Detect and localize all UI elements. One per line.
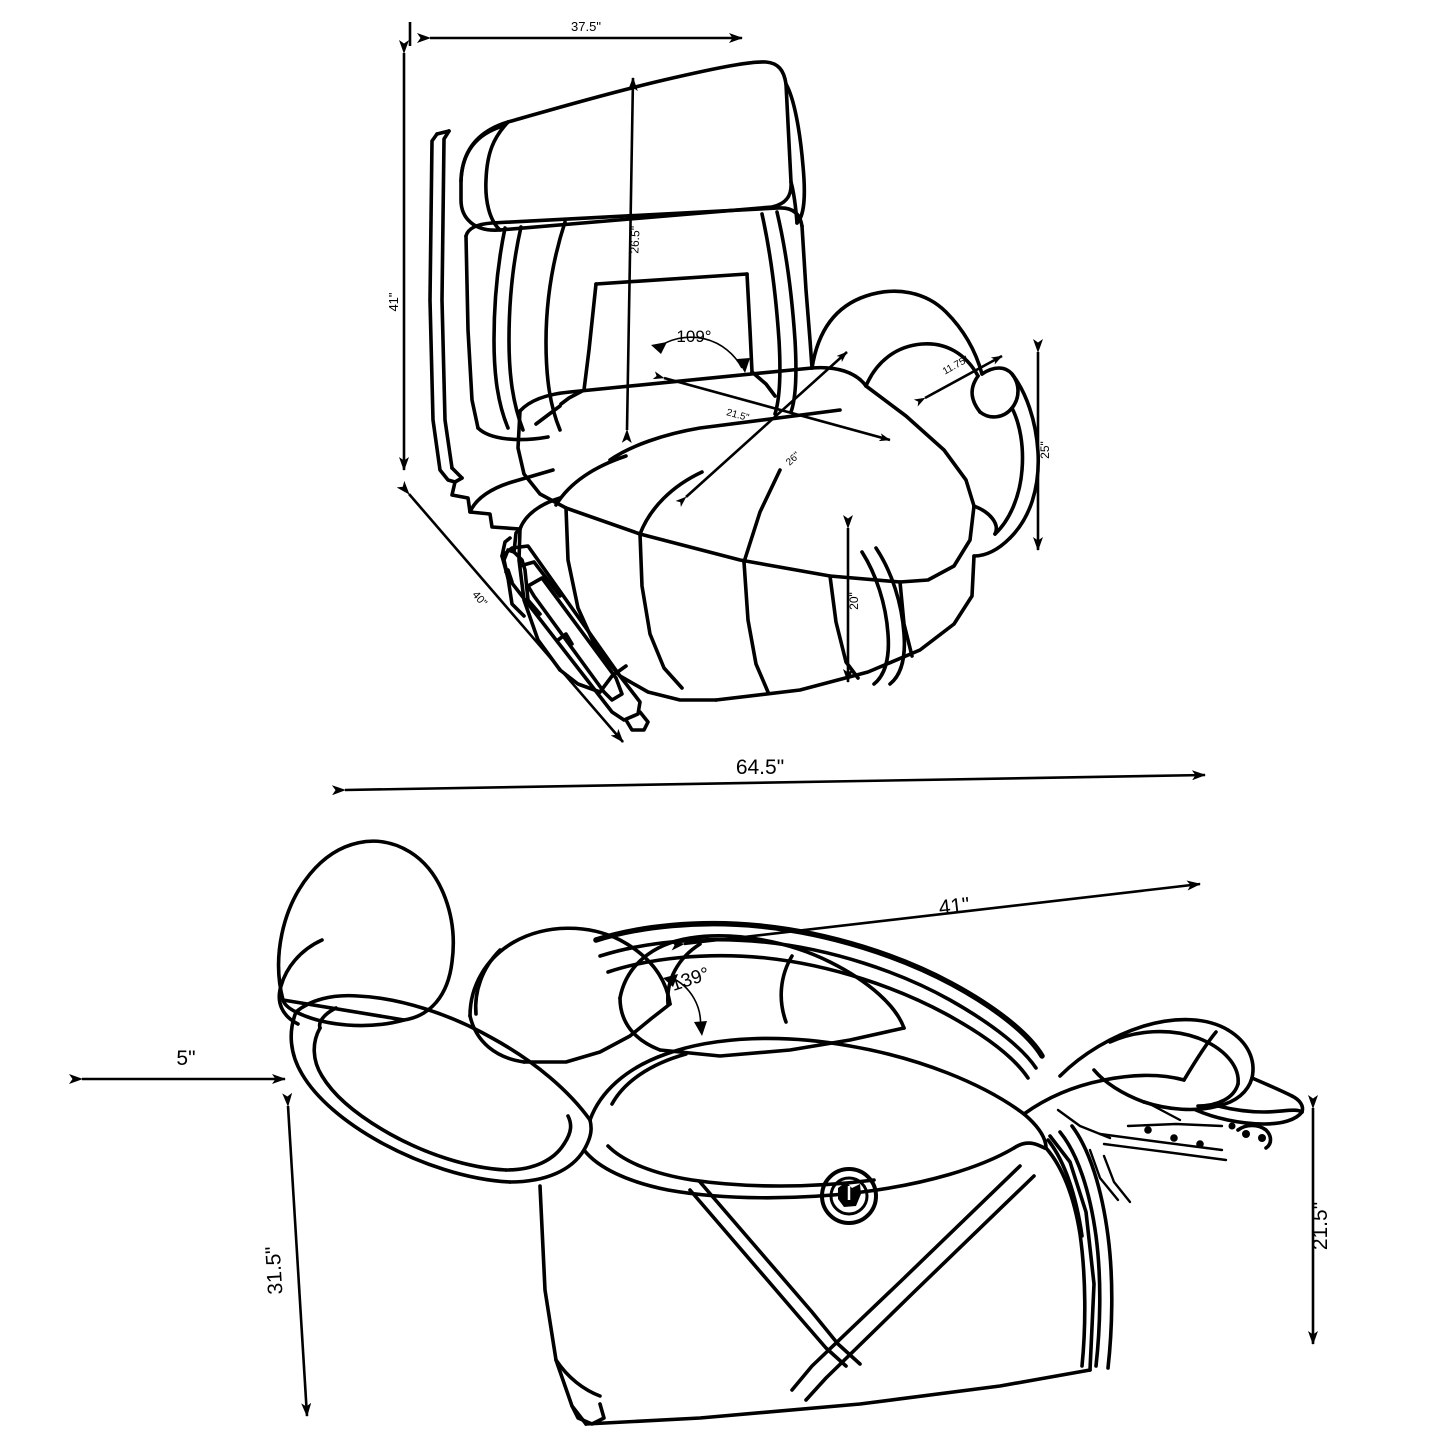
dim-label-armwidth-11_75: 11.75" bbox=[941, 354, 971, 377]
dim-label-clearance-5: 5" bbox=[176, 1047, 195, 1070]
dim-label-footrest-21_5: 21.5" bbox=[1309, 1202, 1332, 1250]
reclined-chair-view: 64.5" bbox=[69, 756, 1332, 1426]
dim-length-64_5: 64.5" bbox=[331, 756, 1206, 796]
upright-right-arm bbox=[810, 289, 1041, 558]
dim-armwidth-11_75: 11.75" bbox=[913, 354, 1003, 407]
dim-label-height-41: 41" bbox=[386, 292, 401, 311]
dim-backheight-31_5: 31.5" bbox=[262, 1092, 312, 1417]
dim-label-backheight-31_5: 31.5" bbox=[262, 1246, 288, 1296]
upright-seat-base bbox=[564, 506, 976, 702]
dim-backheight-26_5: 26.5" bbox=[621, 77, 643, 444]
dim-seatheight-20: 20" bbox=[843, 515, 861, 683]
dim-label-width-37_5: 37.5" bbox=[571, 19, 601, 34]
dim-height-41: 41" bbox=[386, 40, 409, 471]
dim-armheight-25: 25" bbox=[1033, 339, 1052, 551]
dim-label-angle-109: 109° bbox=[676, 327, 711, 346]
reclined-footrest-mechanism bbox=[1056, 1100, 1273, 1204]
dim-footrest-21_5: 21.5" bbox=[1308, 1095, 1332, 1345]
reclined-base bbox=[538, 1124, 1114, 1426]
dim-label-seatwidth-26: 26" bbox=[784, 450, 803, 468]
upright-dimensions: 37.5" 41" 26.5" 109° 11.75 bbox=[386, 19, 1052, 743]
dim-label-length-64_5: 64.5" bbox=[736, 756, 784, 779]
reclined-seat-cushion bbox=[582, 1036, 1048, 1200]
dim-width-37_5: 37.5" bbox=[408, 19, 743, 46]
dim-label-depth-40: 40" bbox=[469, 589, 489, 609]
dim-seatdepth-21_5: 21.5" bbox=[652, 371, 891, 442]
dim-angle-109: 109° bbox=[651, 327, 750, 373]
power-control-button[interactable] bbox=[820, 1167, 878, 1225]
dim-reclined-41: 41" bbox=[670, 880, 1201, 951]
dim-label-backheight-26_5: 26.5" bbox=[627, 226, 642, 254]
reclined-backrest bbox=[468, 920, 1045, 1080]
dim-label-reclined-41: 41" bbox=[938, 893, 971, 919]
upright-chair-view: 37.5" 41" 26.5" 109° 11.75 bbox=[386, 19, 1052, 743]
upright-footrest-plate bbox=[500, 527, 650, 732]
upright-left-outer-frame bbox=[428, 129, 522, 531]
dim-clearance-5: 5" bbox=[69, 1047, 286, 1084]
reclined-chaise-pad bbox=[1022, 1017, 1305, 1126]
dim-label-seatheight-20: 20" bbox=[847, 592, 861, 610]
dim-label-armheight-25: 25" bbox=[1038, 441, 1052, 459]
